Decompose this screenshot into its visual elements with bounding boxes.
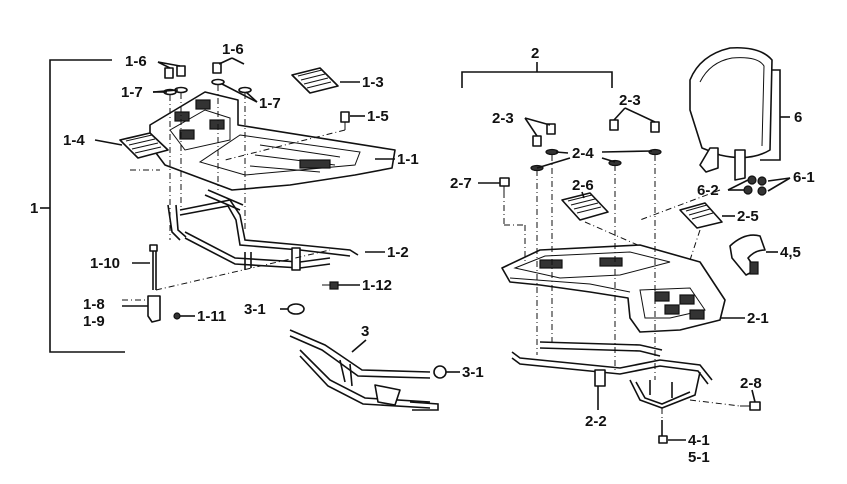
label-2-1: 2-1 [747, 310, 769, 327]
label-3-1-b: 3-1 [462, 364, 484, 381]
label-1-7-a: 1-7 [121, 84, 143, 101]
footpad-1-3 [291, 67, 339, 94]
label-6-2: 6-2 [697, 182, 719, 199]
handle-4-5 [729, 234, 766, 276]
bolt-1-10 [149, 244, 158, 290]
right-rack-2-1 [501, 244, 726, 333]
label-1-10: 1-10 [90, 255, 120, 272]
bracket-1-8 [147, 295, 161, 323]
bolt-2-8 [740, 401, 761, 411]
label-1-4: 1-4 [63, 132, 85, 149]
bolts-6-1-6-2 [743, 175, 767, 196]
label-1-2: 1-2 [387, 244, 409, 261]
label-2-5: 2-5 [737, 208, 759, 225]
label-6: 6 [794, 109, 802, 126]
group-1-bracket [40, 59, 125, 353]
label-1-7-b: 1-7 [259, 95, 281, 112]
right-frame-2-2 [511, 341, 713, 409]
bolt-4-1 [658, 420, 668, 444]
cap-3-1-a [287, 303, 305, 315]
label-1-1: 1-1 [397, 151, 419, 168]
label-1-9: 1-9 [83, 313, 105, 330]
label-1-5: 1-5 [367, 108, 389, 125]
left-frame-1-2 [167, 189, 359, 271]
group-2-bracket [461, 62, 613, 88]
leader-lines [94, 57, 791, 441]
label-2-4: 2-4 [572, 145, 594, 162]
label-2-3-b: 2-3 [619, 92, 641, 109]
left-rack-1-1 [149, 91, 396, 191]
backrest-6 [689, 46, 773, 181]
alignment-lines [122, 85, 741, 420]
label-1-3: 1-3 [362, 74, 384, 91]
label-4-1: 4-1 [688, 432, 710, 449]
label-5-1: 5-1 [688, 449, 710, 466]
label-2-2: 2-2 [585, 413, 607, 430]
label-1-6-b: 1-6 [222, 41, 244, 58]
label-1-11: 1-11 [197, 308, 226, 325]
cap-3-1-b [433, 365, 447, 379]
bumper-3 [289, 329, 439, 411]
label-1-6-a: 1-6 [125, 53, 147, 70]
label-6-1: 6-1 [793, 169, 815, 186]
label-1-12: 1-12 [362, 277, 392, 294]
bolt-1-12 [322, 281, 339, 290]
label-4-5: 4,5 [780, 244, 801, 261]
label-3-1-a: 3-1 [244, 301, 266, 318]
bolt-1-11 [173, 312, 181, 320]
label-2: 2 [531, 45, 539, 62]
label-3: 3 [361, 323, 369, 340]
footpad-2-5 [679, 202, 723, 229]
label-2-3-a: 2-3 [492, 110, 514, 127]
footpad-1-4 [119, 132, 169, 159]
label-2-8: 2-8 [740, 375, 762, 392]
label-2-6: 2-6 [572, 177, 594, 194]
label-2-7: 2-7 [450, 175, 472, 192]
label-1-8: 1-8 [83, 296, 105, 313]
footpad-2-6 [561, 192, 609, 221]
label-1: 1 [30, 200, 38, 217]
